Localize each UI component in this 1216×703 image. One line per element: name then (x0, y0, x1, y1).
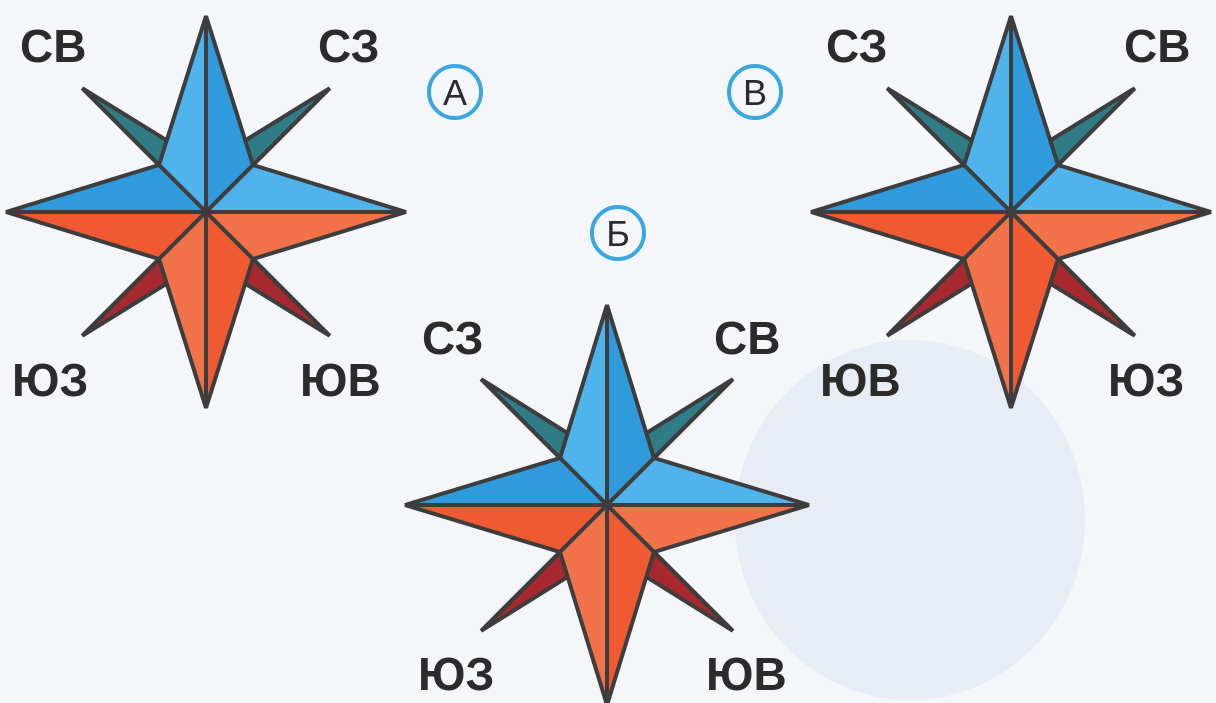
star-a-label-bottom-right: ЮВ (300, 354, 381, 406)
option-b-marker: Б (592, 207, 644, 259)
star-b-label-top-left: СЗ (422, 312, 483, 364)
star-c-label-top-right: СВ (1124, 20, 1190, 72)
background-circle (735, 340, 1085, 700)
option-b-letter: Б (606, 213, 630, 254)
star-b-label-bottom-left: ЮЗ (418, 648, 494, 700)
star-a-label-top-right: СЗ (318, 20, 379, 72)
option-a-marker: А (429, 66, 481, 118)
star-c-label-top-left: СЗ (826, 20, 887, 72)
compass-star-a (6, 16, 406, 408)
option-c-marker: В (729, 66, 781, 118)
star-b-label-bottom-right: ЮВ (706, 648, 787, 700)
star-c-label-bottom-right: ЮЗ (1108, 354, 1184, 406)
star-c-label-bottom-left: ЮВ (820, 354, 901, 406)
option-c-letter: В (743, 72, 767, 113)
option-a-letter: А (443, 72, 467, 113)
compass-star-b (405, 305, 809, 703)
star-b-label-top-right: СВ (714, 312, 780, 364)
star-a-label-bottom-left: ЮЗ (12, 354, 88, 406)
star-a-label-top-left: СВ (20, 20, 86, 72)
